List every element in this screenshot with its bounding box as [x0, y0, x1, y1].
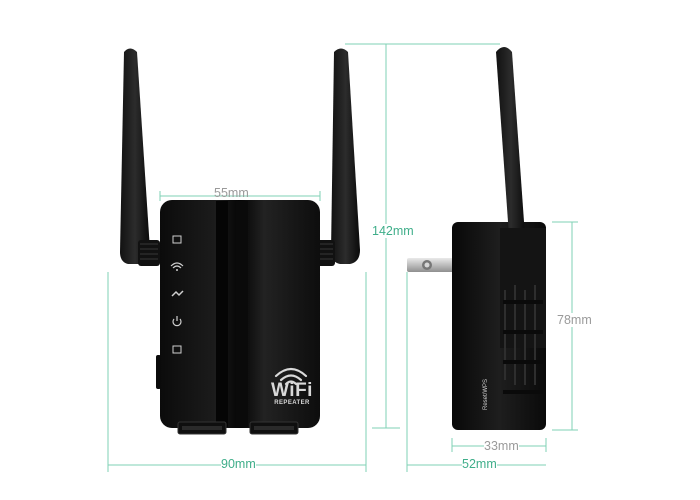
plug-prong [407, 258, 455, 272]
side-antenna [496, 47, 526, 250]
reset-wps-label: Reset/WPS [483, 378, 489, 410]
brand-word: WiFi [271, 380, 313, 401]
left-antenna [120, 48, 160, 266]
dim-height-total: 142mm [372, 224, 414, 238]
dim-width-bottom: 90mm [221, 457, 256, 471]
dim-width-front: 55mm [214, 186, 249, 200]
dim-depth-side: 33mm [484, 439, 519, 453]
dim-height-body: 78mm [557, 313, 592, 327]
brand-sub: REPEATER [274, 400, 310, 406]
front-device [120, 48, 360, 435]
brand-logo: WiFi REPEATER [262, 380, 322, 406]
led-indicators [170, 235, 184, 354]
dim-depth-total: 52mm [462, 457, 497, 471]
side-device [407, 47, 546, 430]
side-vents [504, 285, 536, 385]
wifi-logo-icon [274, 367, 308, 386]
right-antenna [313, 48, 360, 266]
